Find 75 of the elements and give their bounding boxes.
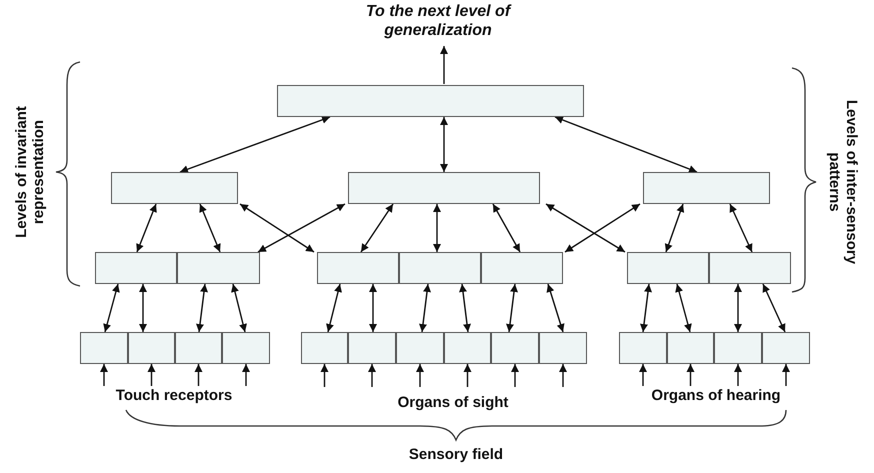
arrow <box>433 204 441 252</box>
arrow <box>360 204 394 252</box>
field-label: Sensory field <box>408 446 504 463</box>
layer-box <box>444 332 491 364</box>
layer-box <box>177 252 260 284</box>
arrow <box>675 284 692 332</box>
side-label: Levels of invariant representation <box>13 105 47 240</box>
arrow <box>762 284 786 332</box>
arrow <box>100 364 108 386</box>
layer-box <box>714 332 762 364</box>
arrow <box>546 203 626 253</box>
arrow <box>320 364 328 387</box>
layer-box <box>317 252 399 284</box>
arrow <box>686 364 694 386</box>
arrow <box>194 364 202 386</box>
arrow <box>734 364 742 386</box>
arrow <box>440 46 448 84</box>
layer-box <box>348 332 396 364</box>
arrow <box>640 284 652 332</box>
layer-box <box>128 332 175 364</box>
arrow <box>368 364 376 387</box>
arrow <box>464 364 472 387</box>
layer-box <box>491 332 539 364</box>
arrow <box>639 364 647 386</box>
layer-box <box>80 332 128 364</box>
arrow <box>546 284 564 332</box>
arrow <box>326 284 342 332</box>
sensor-label: Touch receptors <box>96 387 252 405</box>
layer-box <box>95 252 177 284</box>
layer-box <box>667 332 714 364</box>
arrow <box>559 364 567 387</box>
layer-box <box>301 332 348 364</box>
arrow <box>148 364 156 386</box>
arrow <box>416 364 424 387</box>
layer-box <box>481 252 563 284</box>
arrow <box>506 284 518 332</box>
layer-box <box>643 172 770 204</box>
arrow <box>734 284 742 332</box>
arrow <box>196 284 208 332</box>
arrow <box>199 204 221 252</box>
arrow <box>729 204 753 252</box>
arrow <box>240 203 314 253</box>
sensor-label: Organs of hearing <box>628 387 804 405</box>
arrow <box>511 364 519 387</box>
layer-box <box>348 172 540 204</box>
arrow <box>440 117 448 172</box>
layer-box <box>627 252 709 284</box>
side-label: Levels of inter-sensory patterns <box>826 98 860 266</box>
layer-box <box>396 332 444 364</box>
arrow <box>419 284 431 332</box>
arrow <box>180 116 330 173</box>
sensor-label: Organs of sight <box>378 394 528 412</box>
layer-box <box>539 332 587 364</box>
arrow <box>231 284 247 332</box>
arrow <box>664 204 684 252</box>
layer-box <box>222 332 270 364</box>
arrow <box>136 204 157 252</box>
arrow <box>139 284 147 332</box>
layer-box <box>762 332 810 364</box>
arrow <box>782 364 790 386</box>
arrow <box>554 116 698 173</box>
layer-box <box>111 172 238 204</box>
arrow <box>242 364 250 386</box>
layer-box <box>399 252 481 284</box>
arrow <box>369 284 377 332</box>
layer-box <box>175 332 222 364</box>
arrow <box>492 204 521 252</box>
level-caption: To the next level of generalization <box>318 2 558 40</box>
layer-box <box>709 252 791 284</box>
layer-box <box>277 85 584 117</box>
arrow <box>258 203 346 253</box>
arrow <box>564 203 640 253</box>
layer-box <box>619 332 667 364</box>
arrow <box>459 284 471 332</box>
arrow <box>103 284 120 332</box>
